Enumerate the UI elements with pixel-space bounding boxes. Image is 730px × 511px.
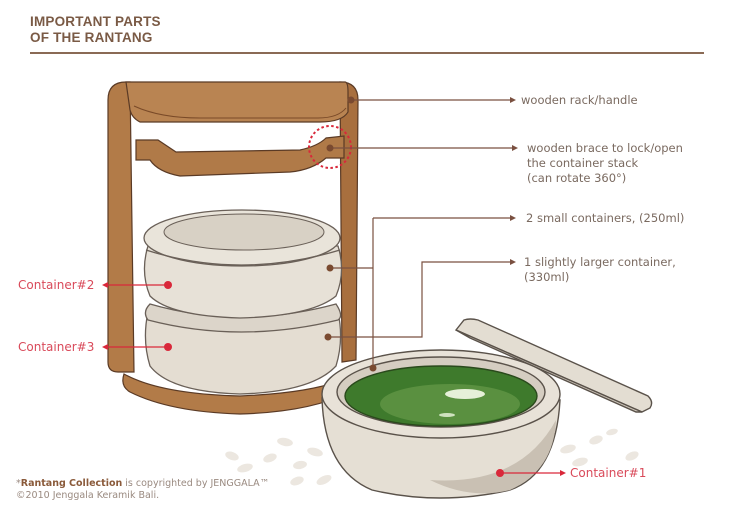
larger-line-2: (330ml)	[524, 270, 570, 284]
bowl-container	[321, 318, 653, 499]
rice-grains	[225, 428, 639, 486]
red-arrowheads-and-dots	[102, 281, 566, 477]
callout-wooden-brace: wooden brace to lock/open the container …	[527, 141, 683, 186]
callout-small-containers: 2 small containers, (250ml)	[526, 211, 685, 225]
brown-leader-lines	[328, 99, 512, 368]
label-container-1: Container#1	[570, 466, 647, 480]
title-line-2: OF THE RANTANG	[30, 30, 153, 45]
red-leader-lines	[108, 284, 560, 474]
callout-wooden-rack: wooden rack/handle	[521, 93, 638, 107]
credit-brand: Rantang Collection	[20, 478, 123, 489]
larger-line-1: 1 slightly larger container,	[524, 255, 676, 269]
credit-line-2: ©2010 Jenggala Keramik Bali.	[16, 490, 160, 501]
copyright-credit: *Rantang Collection is copyrighted by JE…	[16, 478, 269, 502]
label-container-3: Container#3	[18, 340, 95, 354]
credit-text: is copyrighted by JENGGALA™	[122, 478, 270, 489]
wooden-rack	[107, 81, 359, 415]
diagram-title: IMPORTANT PARTS OF THE RANTANG	[30, 14, 161, 46]
brown-arrowheads	[510, 97, 518, 265]
label-container-2: Container#2	[18, 278, 95, 292]
title-line-1: IMPORTANT PARTS	[30, 14, 161, 29]
brace-line-1: wooden brace to lock/open	[527, 141, 683, 155]
brown-anchor-dots	[324, 96, 377, 372]
callout-larger-container: 1 slightly larger container, (330ml)	[524, 255, 676, 285]
title-divider	[30, 52, 704, 54]
brace-line-3: (can rotate 360°)	[527, 171, 627, 185]
brace-line-2: the container stack	[527, 156, 639, 170]
credit-line-1: *Rantang Collection is copyrighted by JE…	[16, 478, 269, 490]
credit-asterisk: *	[16, 478, 21, 489]
stacked-containers	[143, 209, 343, 395]
rotation-highlight	[308, 125, 352, 169]
